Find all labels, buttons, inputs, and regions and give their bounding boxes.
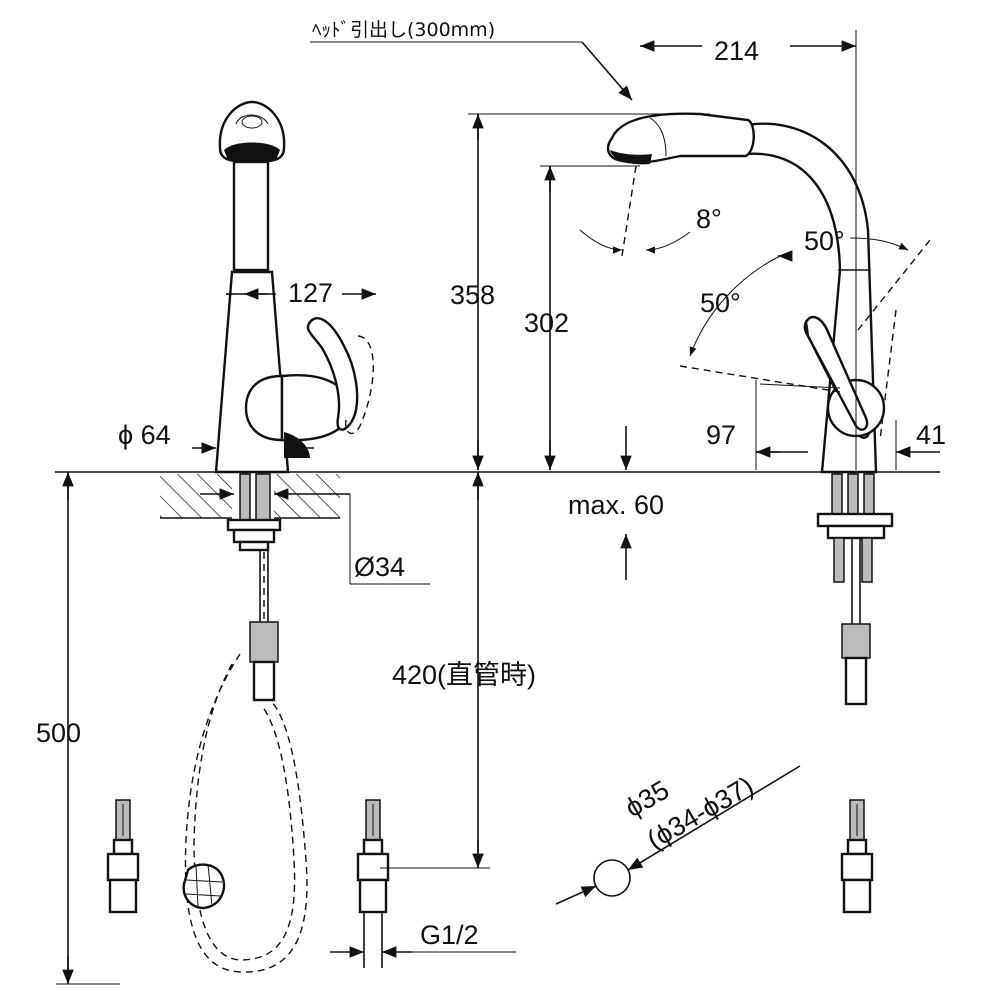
height-302-label: 302: [524, 308, 569, 338]
dimension-labels: ﾍｯﾄﾞ引出し(300mm) 214 8° 50° 50° 127 358 30…: [36, 19, 946, 950]
width-214-label: 214: [714, 36, 759, 66]
angle-50-upper-label: 50°: [804, 226, 845, 256]
thread-label: G1/2: [420, 920, 479, 950]
angle-8-label: 8°: [696, 204, 722, 234]
max-60-label: max. 60: [568, 490, 664, 520]
hose-420-label: 420(直管時): [392, 660, 536, 690]
total-500-label: 500: [36, 718, 81, 748]
faucet-side-view: [606, 112, 894, 706]
countertop: [55, 471, 940, 520]
dimension-lines: [56, 30, 940, 985]
faucet-front-view: [182, 100, 374, 973]
supply-hose-right: [840, 799, 874, 914]
dim-97-label: 97: [706, 420, 736, 450]
dia-34-label: Ø34: [354, 552, 405, 582]
supply-hose-left: [106, 799, 140, 914]
angle-50-lower-label: 50°: [700, 288, 741, 318]
height-358-label: 358: [450, 280, 495, 310]
dim-41-label: 41: [916, 420, 946, 450]
dia-64-label: ϕ 64: [118, 420, 171, 450]
spout-127-label: 127: [288, 278, 333, 308]
head-pullout-label: ﾍｯﾄﾞ引出し(300mm): [312, 19, 495, 41]
supply-hose-middle: [356, 799, 390, 968]
